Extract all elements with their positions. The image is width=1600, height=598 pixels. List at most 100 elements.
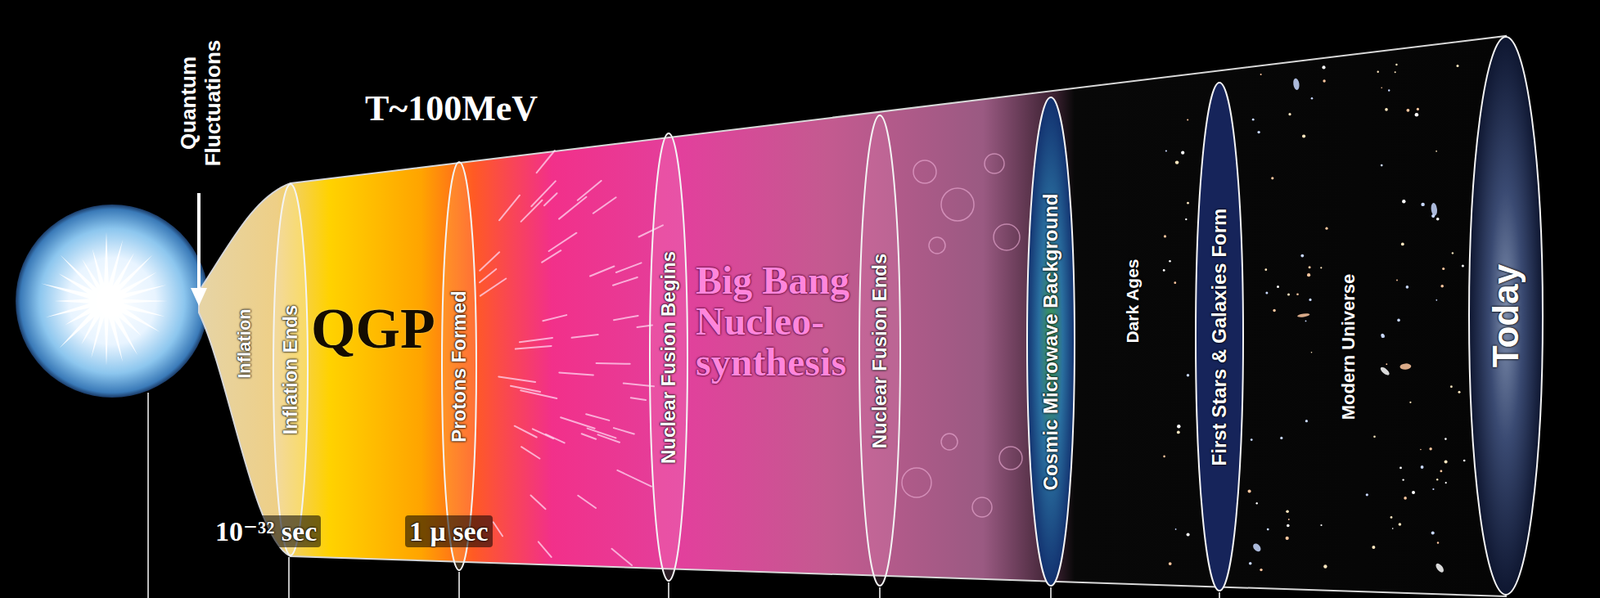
particle-loop xyxy=(999,446,1023,470)
star xyxy=(1435,150,1438,153)
tick-line xyxy=(667,582,670,598)
temperature-label: T~100MeV xyxy=(365,88,538,131)
galaxy xyxy=(1251,542,1262,554)
era-label: QGP xyxy=(310,296,436,363)
star xyxy=(1320,266,1322,269)
star xyxy=(1180,151,1185,155)
time-label: 1 μ sec xyxy=(405,515,493,548)
era-label: Dark Ages xyxy=(1122,258,1143,343)
star xyxy=(1416,108,1420,111)
star xyxy=(1406,285,1410,289)
star xyxy=(1415,112,1420,118)
star xyxy=(1431,531,1435,536)
star xyxy=(1436,217,1440,221)
star xyxy=(1403,496,1407,501)
particle-streak xyxy=(542,315,567,321)
star xyxy=(1311,97,1314,100)
star xyxy=(1270,176,1274,180)
star xyxy=(1173,281,1177,284)
star xyxy=(1280,437,1283,440)
star xyxy=(1165,149,1168,152)
star xyxy=(1442,267,1445,271)
particle-streak xyxy=(616,262,642,273)
star xyxy=(1398,522,1402,527)
galaxy xyxy=(1292,77,1300,91)
band-ellipse xyxy=(1027,97,1075,586)
tick-line xyxy=(1050,587,1052,598)
particle-loop xyxy=(941,433,958,451)
particle-streak xyxy=(577,495,596,509)
star xyxy=(1285,509,1290,514)
epoch-band: Today xyxy=(1468,36,1544,596)
particle-streak xyxy=(617,470,652,487)
galaxy xyxy=(1297,312,1311,318)
star xyxy=(1395,63,1398,66)
galaxy xyxy=(1430,202,1438,217)
band-label: Inflation Ends xyxy=(279,305,302,436)
particle-streak xyxy=(577,180,602,201)
band-ellipse xyxy=(859,115,901,586)
epoch-band: Nuclear Fusion Begins xyxy=(649,132,689,582)
particle-streak xyxy=(515,346,552,350)
particle-streak xyxy=(593,197,617,213)
star xyxy=(1308,298,1312,302)
star xyxy=(1259,568,1262,572)
star xyxy=(1420,465,1425,469)
star xyxy=(1323,564,1327,568)
particle-streak xyxy=(590,266,614,277)
star xyxy=(1266,528,1270,532)
star xyxy=(1168,260,1172,263)
particle-streak xyxy=(572,334,599,339)
band-label: Nuclear Fusion Ends xyxy=(868,252,892,449)
star xyxy=(1440,284,1444,289)
galaxy xyxy=(1399,363,1411,370)
star xyxy=(1394,71,1397,73)
star xyxy=(1381,334,1385,339)
star xyxy=(1401,478,1404,481)
big-bang-sphere xyxy=(15,204,209,398)
star xyxy=(1250,438,1253,442)
star xyxy=(1286,524,1290,528)
particle-streak xyxy=(541,250,561,262)
particle-streak xyxy=(560,417,595,429)
particle-streak xyxy=(585,414,609,421)
star xyxy=(1320,524,1322,527)
band-label: Protons Formed xyxy=(447,290,471,442)
star xyxy=(1176,431,1181,435)
particle-loop xyxy=(993,224,1020,251)
star xyxy=(1435,299,1438,302)
pointer-arrowhead xyxy=(190,288,208,307)
band-label: Today xyxy=(1485,264,1528,368)
particle-loop xyxy=(941,188,974,221)
band-ellipse xyxy=(273,184,308,556)
particle-streak xyxy=(532,428,554,439)
particle-streak xyxy=(521,446,540,459)
star xyxy=(1432,488,1434,491)
star xyxy=(1380,87,1383,90)
star xyxy=(1305,419,1308,423)
particle-streak xyxy=(549,233,577,252)
star xyxy=(1409,401,1411,404)
star xyxy=(1401,243,1405,247)
star xyxy=(1420,202,1425,207)
star xyxy=(1252,118,1255,122)
tick-line xyxy=(147,392,149,598)
epoch-band: Nuclear Fusion Ends xyxy=(858,114,902,587)
star xyxy=(1288,518,1290,521)
particle-streak xyxy=(598,434,620,442)
star xyxy=(1285,536,1290,541)
star xyxy=(1186,202,1190,205)
particle-streak xyxy=(581,433,596,440)
star xyxy=(1322,79,1326,82)
star xyxy=(1450,385,1453,388)
particle-streak xyxy=(612,549,633,566)
band-label: Cosmic Microwave Background xyxy=(1039,193,1063,491)
particle-streak xyxy=(479,269,496,283)
era-label: Modern Universe xyxy=(1338,274,1359,421)
epoch-band: First Stars & Galaxies Form xyxy=(1194,81,1244,592)
star xyxy=(1406,108,1411,113)
star xyxy=(1288,112,1291,116)
epoch-band: Cosmic Microwave Background xyxy=(1026,96,1076,587)
star xyxy=(1175,528,1177,531)
particle-streak xyxy=(531,495,546,510)
